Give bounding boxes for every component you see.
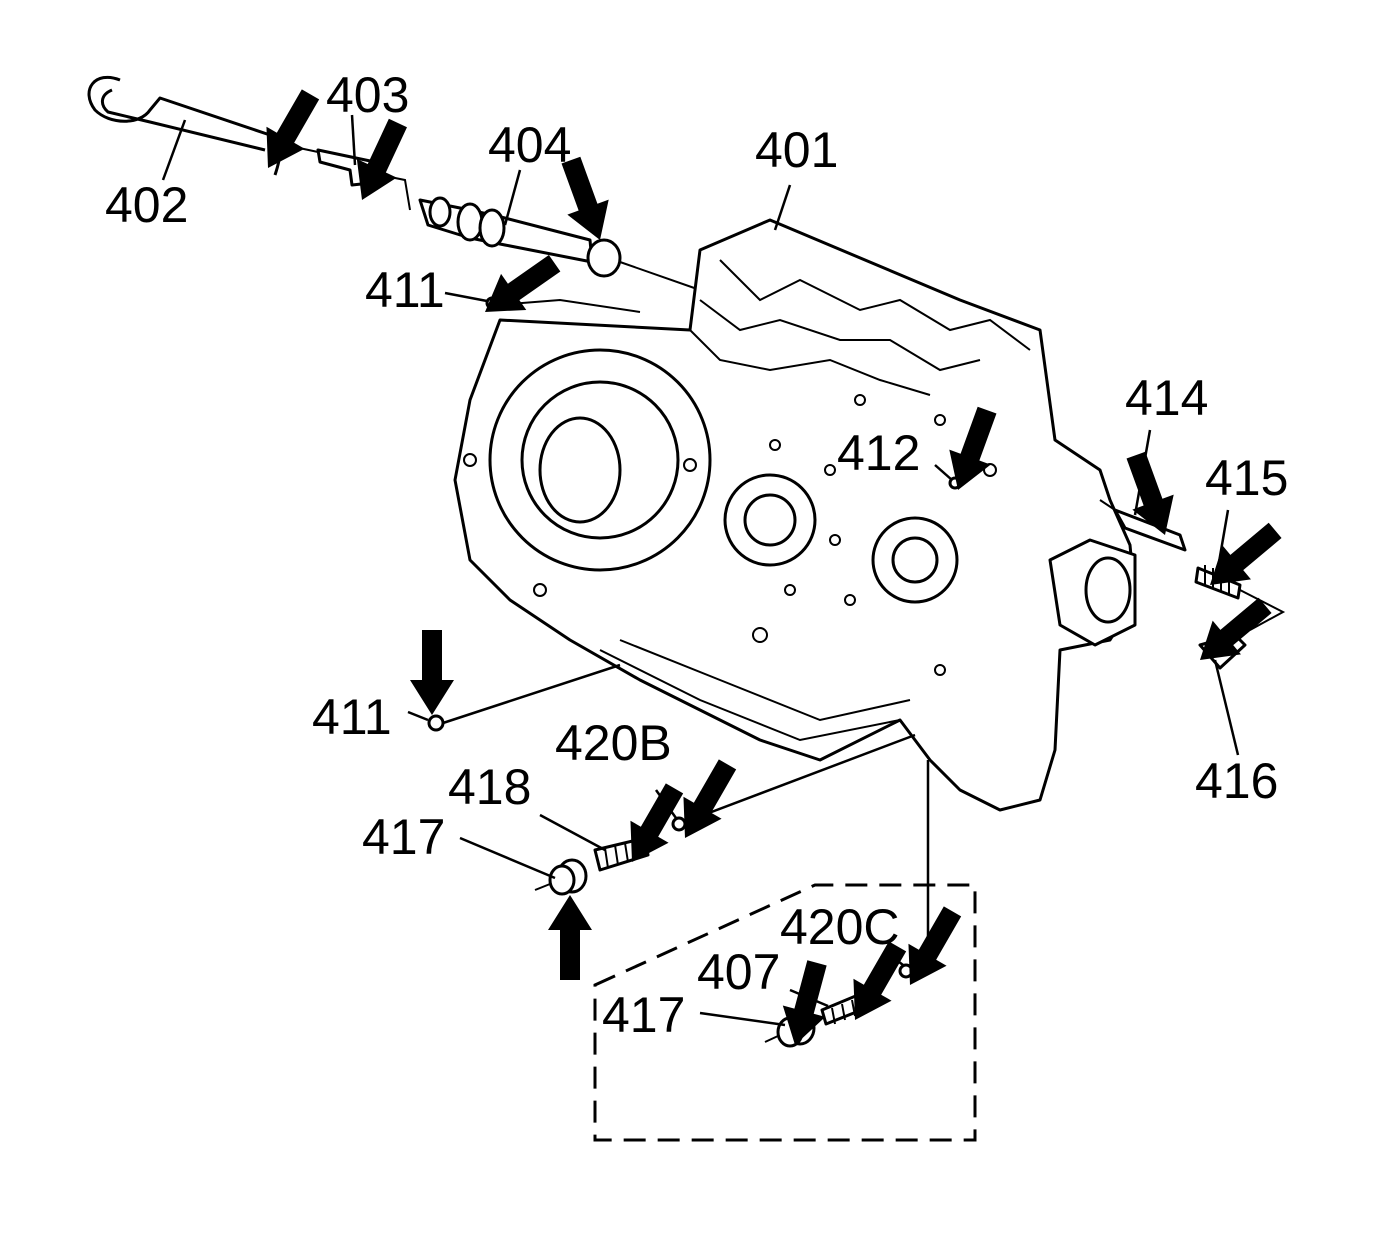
callout-404: 404 — [488, 117, 572, 173]
callout-417-lower: 417 — [602, 987, 686, 1043]
arrow-icon — [630, 783, 684, 862]
callout-414: 414 — [1125, 370, 1209, 426]
part-401-case — [453, 218, 1137, 812]
callout-403: 403 — [326, 67, 410, 123]
callout-402: 402 — [105, 177, 189, 233]
callout-415: 415 — [1205, 450, 1289, 506]
arrow-icon — [356, 118, 407, 200]
arrow-icon — [949, 406, 997, 490]
arrows — [266, 89, 1282, 1045]
callout-418: 418 — [448, 759, 532, 815]
arrow-icon — [782, 960, 827, 1045]
arrow-icon — [1126, 451, 1174, 535]
part-404-valve — [379, 174, 701, 291]
arrow-icon — [908, 906, 962, 985]
arrow-icon — [1210, 522, 1282, 585]
callout-407: 407 — [697, 944, 781, 1000]
callout-411-lower: 411 — [312, 689, 392, 745]
arrow-icon — [410, 630, 454, 715]
callout-411-upper: 411 — [365, 262, 445, 318]
arrow-icon — [561, 156, 609, 240]
callout-416: 416 — [1195, 753, 1279, 809]
part-411-ball-lower — [427, 663, 621, 732]
callout-412: 412 — [837, 425, 921, 481]
part-402-rod — [87, 75, 282, 176]
callout-401: 401 — [755, 122, 839, 178]
callout-420c: 420C — [780, 899, 900, 955]
dashed-detail-box — [593, 883, 977, 1142]
arrow-icon — [485, 255, 561, 312]
part-417-sleeve-a — [534, 858, 588, 896]
part-420b-ball — [671, 733, 916, 832]
callout-420b: 420B — [555, 715, 672, 771]
arrow-icon — [266, 89, 320, 168]
arrow-icon — [548, 895, 592, 980]
arrow-icon — [1200, 597, 1272, 660]
arrow-icon — [683, 759, 737, 838]
arrow-icon — [853, 941, 907, 1020]
callout-417-upper: 417 — [362, 809, 446, 865]
